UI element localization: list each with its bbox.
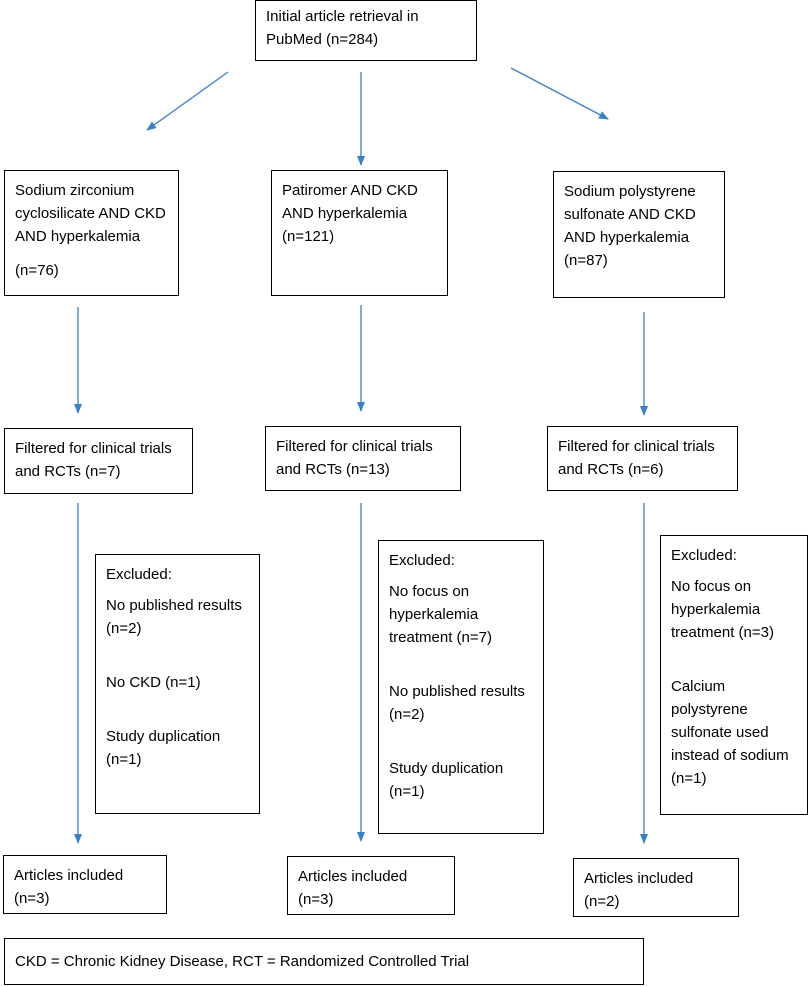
excluded-sps-item-1: No focus on hyperkalemia treatment (n=3) bbox=[671, 578, 774, 641]
arrow-top-to-col3 bbox=[510, 67, 609, 120]
search-box-sps: Sodium polystyrene sulfonate AND CKD AND… bbox=[553, 171, 725, 298]
search-szc-count: (n=76) bbox=[15, 262, 59, 279]
included-box-patiromer: Articles included (n=3) bbox=[287, 856, 455, 915]
search-patiromer-text: Patiromer AND CKD AND hyperkalemia (n=12… bbox=[282, 182, 418, 245]
excluded-patiromer-item-3: Study duplication (n=1) bbox=[389, 760, 504, 800]
excluded-szc-item-3: Study duplication (n=1) bbox=[106, 728, 221, 768]
abbreviation-footer: CKD = Chronic Kidney Disease, RCT = Rand… bbox=[4, 938, 644, 985]
excluded-patiromer-item-1: No focus on hyperkalemia treatment (n=7) bbox=[389, 583, 492, 646]
excluded-szc-item-2: No CKD (n=1) bbox=[106, 674, 201, 691]
excluded-box-szc: Excluded: No published results (n=2) No … bbox=[95, 554, 260, 814]
filter-szc-text: Filtered for clinical trials and RCTs (n… bbox=[15, 440, 172, 480]
filter-patiromer-text: Filtered for clinical trials and RCTs (n… bbox=[276, 438, 433, 478]
excluded-patiromer-item-2: No published results (n=2) bbox=[389, 683, 525, 723]
initial-retrieval-text: Initial article retrieval in PubMed (n=2… bbox=[266, 8, 419, 48]
filter-box-sps: Filtered for clinical trials and RCTs (n… bbox=[547, 426, 738, 491]
included-box-szc: Articles included (n=3) bbox=[3, 855, 167, 914]
excluded-patiromer-title: Excluded: bbox=[389, 552, 455, 569]
excluded-box-patiromer: Excluded: No focus on hyperkalemia treat… bbox=[378, 540, 544, 834]
initial-retrieval-box: Initial article retrieval in PubMed (n=2… bbox=[255, 0, 477, 61]
included-szc-text: Articles included (n=3) bbox=[14, 867, 124, 907]
search-box-szc: Sodium zirconium cyclosilicate AND CKD A… bbox=[4, 170, 179, 296]
included-box-sps: Articles included (n=2) bbox=[573, 858, 739, 917]
search-sps-text: Sodium polystyrene sulfonate AND CKD AND… bbox=[564, 183, 696, 269]
abbreviation-footer-text: CKD = Chronic Kidney Disease, RCT = Rand… bbox=[15, 953, 470, 970]
arrow-top-to-col1 bbox=[146, 71, 229, 131]
excluded-sps-item-2: Calcium polystyrene sulfonate used inste… bbox=[671, 678, 789, 787]
excluded-szc-item-1: No published results (n=2) bbox=[106, 597, 242, 637]
included-patiromer-text: Articles included (n=3) bbox=[298, 868, 408, 908]
search-box-patiromer: Patiromer AND CKD AND hyperkalemia (n=12… bbox=[271, 170, 448, 296]
excluded-sps-title: Excluded: bbox=[671, 547, 737, 564]
filter-box-patiromer: Filtered for clinical trials and RCTs (n… bbox=[265, 426, 461, 491]
included-sps-text: Articles included (n=2) bbox=[584, 870, 694, 910]
filter-box-szc: Filtered for clinical trials and RCTs (n… bbox=[4, 428, 193, 494]
excluded-szc-title: Excluded: bbox=[106, 566, 172, 583]
excluded-box-sps: Excluded: No focus on hyperkalemia treat… bbox=[660, 535, 808, 815]
search-szc-text: Sodium zirconium cyclosilicate AND CKD A… bbox=[15, 182, 166, 245]
filter-sps-text: Filtered for clinical trials and RCTs (n… bbox=[558, 438, 715, 478]
